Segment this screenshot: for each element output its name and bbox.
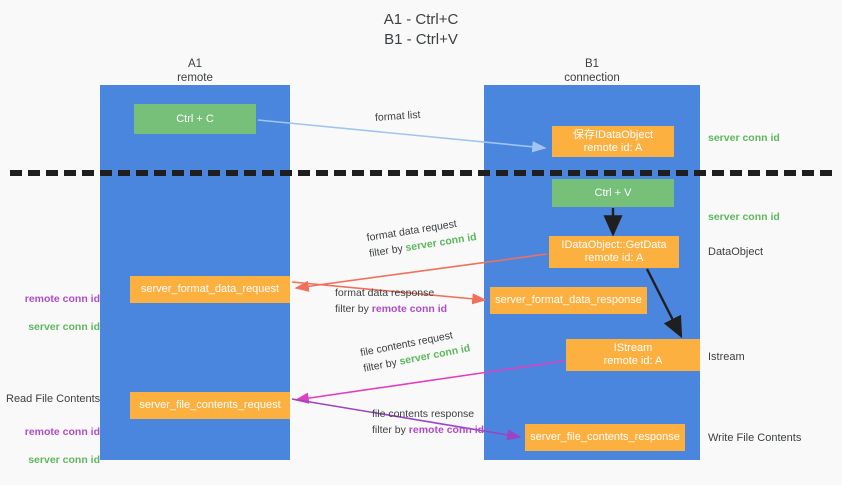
annotation-remote-conn-id: remote conn id (24, 426, 100, 438)
edge-label-line2: filter by remote conn id (372, 422, 484, 438)
lane-header-b1: B1 connection (564, 58, 620, 84)
annotation-server-conn-id-mid: server conn id (708, 211, 780, 223)
node-save-idataobject[interactable]: 保存IDataObject remote id: A (552, 126, 674, 157)
annotation-server-conn-id: server conn id (28, 321, 100, 333)
node-ctrl-v[interactable]: Ctrl + V (552, 179, 674, 207)
filter-prefix: filter by (335, 303, 372, 315)
annotation-conn-ids-lower: remote conn id server conn id (8, 411, 100, 481)
page-title: A1 - Ctrl+C B1 - Ctrl+V (383, 11, 459, 48)
edge-label-format-list: format list (374, 108, 421, 124)
edge-label-line1: file contents response (372, 408, 475, 420)
edge-label-format-data-response: format data response filter by remote co… (335, 285, 447, 317)
filter-highlight: remote conn id (371, 303, 448, 315)
node-ctrl-c[interactable]: Ctrl + C (134, 104, 256, 134)
annotation-server-conn-id-top: server conn id (708, 132, 780, 144)
lane-header-a1: A1 remote (177, 58, 213, 84)
edge-label-line2: filter by remote conn id (335, 301, 447, 317)
annotation-write-file-contents: Write File Contents (708, 432, 802, 444)
node-server-file-contents-request[interactable]: server_file_contents_request (130, 392, 290, 419)
annotation-istream: Istream (708, 351, 745, 363)
edge-label-line1: format data response (335, 287, 435, 299)
annotation-dataobject: DataObject (708, 246, 764, 258)
filter-prefix: filter by (372, 424, 409, 436)
edge-label-file-contents-response: file contents response filter by remote … (372, 406, 484, 438)
node-idataobject-getdata[interactable]: IDataObject::GetData remote id: A (549, 236, 679, 268)
annotation-read-file-contents: Read File Contents (6, 393, 101, 405)
annotation-server-conn-id: server conn id (28, 454, 100, 466)
node-istream[interactable]: IStream remote id: A (566, 339, 700, 371)
edge-label-file-contents-request: file contents request filter by server c… (359, 325, 472, 377)
node-server-file-contents-response[interactable]: server_file_contents_response (525, 424, 685, 451)
filter-prefix: filter by (362, 355, 401, 375)
annotation-remote-conn-id: remote conn id (24, 293, 100, 305)
edge-label-format-data-request: format data request filter by server con… (365, 213, 478, 262)
filter-highlight: remote conn id (408, 424, 485, 436)
node-server-format-data-request[interactable]: server_format_data_request (130, 276, 290, 303)
annotation-conn-ids-upper: remote conn id server conn id (8, 278, 100, 348)
node-server-format-data-response[interactable]: server_format_data_response (490, 287, 647, 314)
phase-divider (10, 170, 832, 176)
filter-prefix: filter by (368, 242, 407, 260)
